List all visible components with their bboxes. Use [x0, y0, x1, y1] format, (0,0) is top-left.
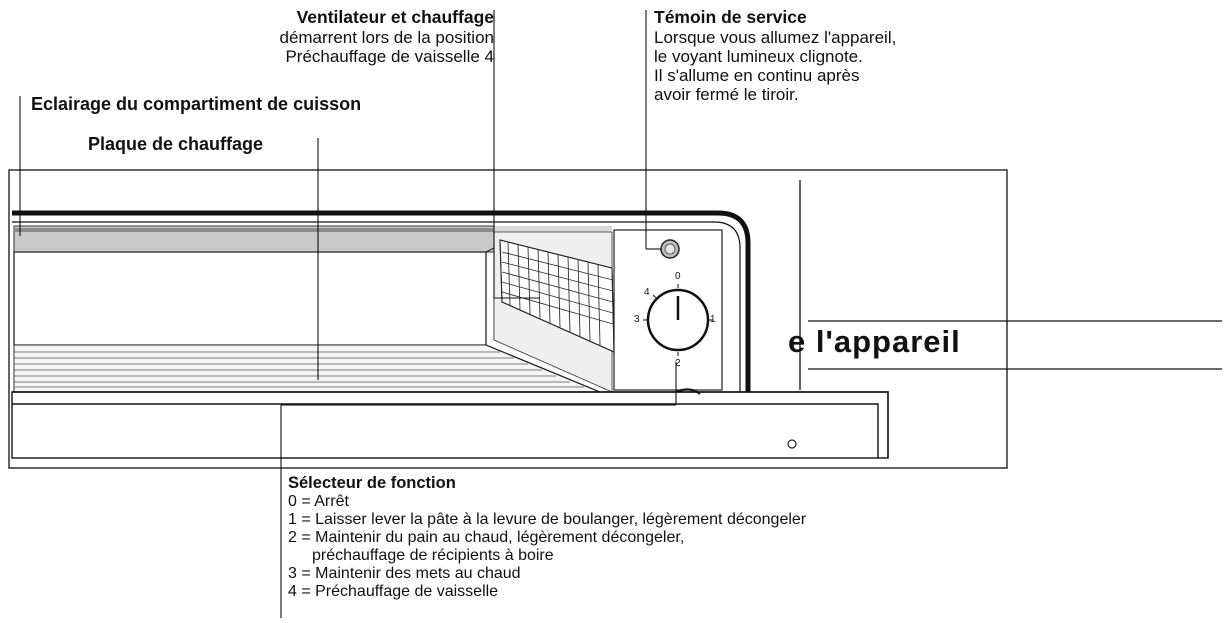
- fan-heating-line-2: Préchauffage de vaisselle 4: [285, 46, 494, 66]
- drawer-floor: [13, 344, 601, 393]
- service-indicator-line-4: avoir fermé le tiroir.: [654, 84, 799, 104]
- fan-heating-line-1: démarrent lors de la position: [279, 27, 494, 47]
- selector-option-0: 0 = Arrêt: [288, 493, 349, 511]
- selector-option-3: 3 = Maintenir des mets au chaud: [288, 565, 521, 583]
- heating-plate-label: Plaque de chauffage: [88, 134, 264, 154]
- dial-mark-4: 4: [644, 287, 650, 298]
- section-heading-fragment: e l'appareil: [788, 324, 961, 359]
- service-indicator-line-3: Il s'allume en continu après: [654, 65, 860, 85]
- selector-option-2: 2 = Maintenir du pain au chaud, légèreme…: [288, 529, 685, 547]
- service-indicator-line-2: le voyant lumineux clignote.: [654, 46, 863, 66]
- selector-option-1: 1 = Laisser lever la pâte à la levure de…: [288, 511, 807, 529]
- function-selector-dial: [643, 284, 713, 356]
- fan-heating-label: Ventilateur et chauffage démarrent lors …: [168, 7, 494, 66]
- compartment-opening: [12, 210, 751, 392]
- function-selector-label: Sélecteur de fonction 0 = Arrêt 1 = Lais…: [288, 474, 806, 601]
- function-selector-title: Sélecteur de fonction: [288, 474, 456, 492]
- dial-mark-0: 0: [675, 271, 681, 282]
- selector-option-4: 4 = Préchauffage de vaisselle: [288, 583, 499, 600]
- service-indicator-title: Témoin de service: [654, 7, 807, 27]
- service-indicator-label: Témoin de service Lorsque vous allumez l…: [654, 7, 897, 104]
- dial-mark-3: 3: [634, 314, 640, 325]
- dial-mark-1: 1: [710, 314, 716, 325]
- service-indicator-line-1: Lorsque vous allumez l'appareil,: [654, 27, 897, 47]
- selector-option-2-continued: préchauffage de récipients à boire: [312, 547, 554, 565]
- leader-lines: [19, 10, 677, 618]
- lighting-label: Eclairage du compartiment de cuisson: [31, 94, 362, 114]
- heating-plate: [13, 251, 487, 346]
- dial-mark-2: 2: [675, 358, 681, 369]
- drawer-indicator-dot: [787, 439, 797, 449]
- fan-heating-title: Ventilateur et chauffage: [296, 7, 494, 27]
